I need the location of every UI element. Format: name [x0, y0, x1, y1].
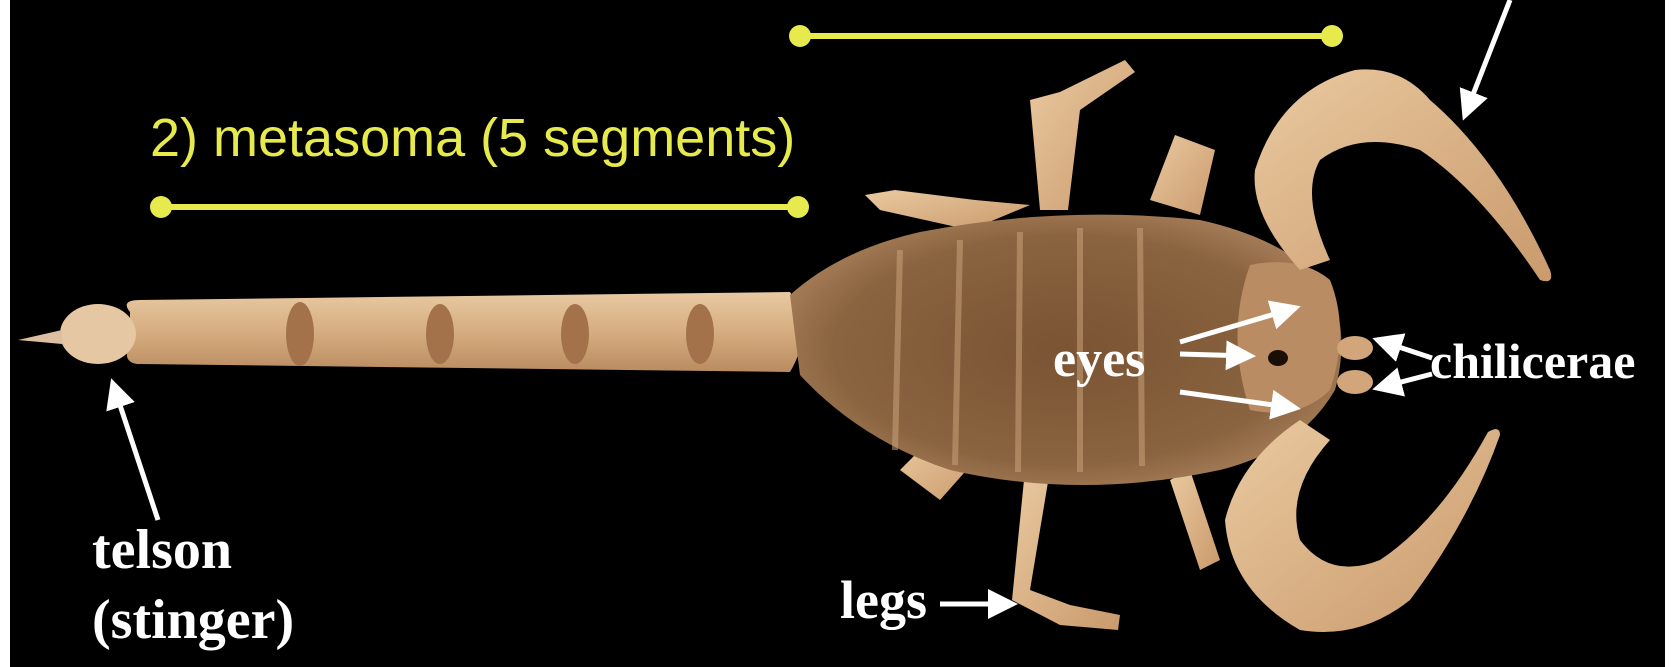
eyes-label: eyes	[1053, 331, 1145, 388]
legs-label: legs	[840, 570, 927, 630]
telson-label-line2: (stinger)	[92, 589, 294, 651]
metasoma-label: 2) metasoma (5 segments)	[150, 108, 795, 168]
eye-spot	[1268, 350, 1288, 366]
telson-label-line1: telson	[92, 519, 232, 581]
metasoma-tail	[127, 292, 803, 372]
chilicerae-label: chilicerae	[1430, 333, 1635, 389]
carapace	[1238, 262, 1341, 412]
